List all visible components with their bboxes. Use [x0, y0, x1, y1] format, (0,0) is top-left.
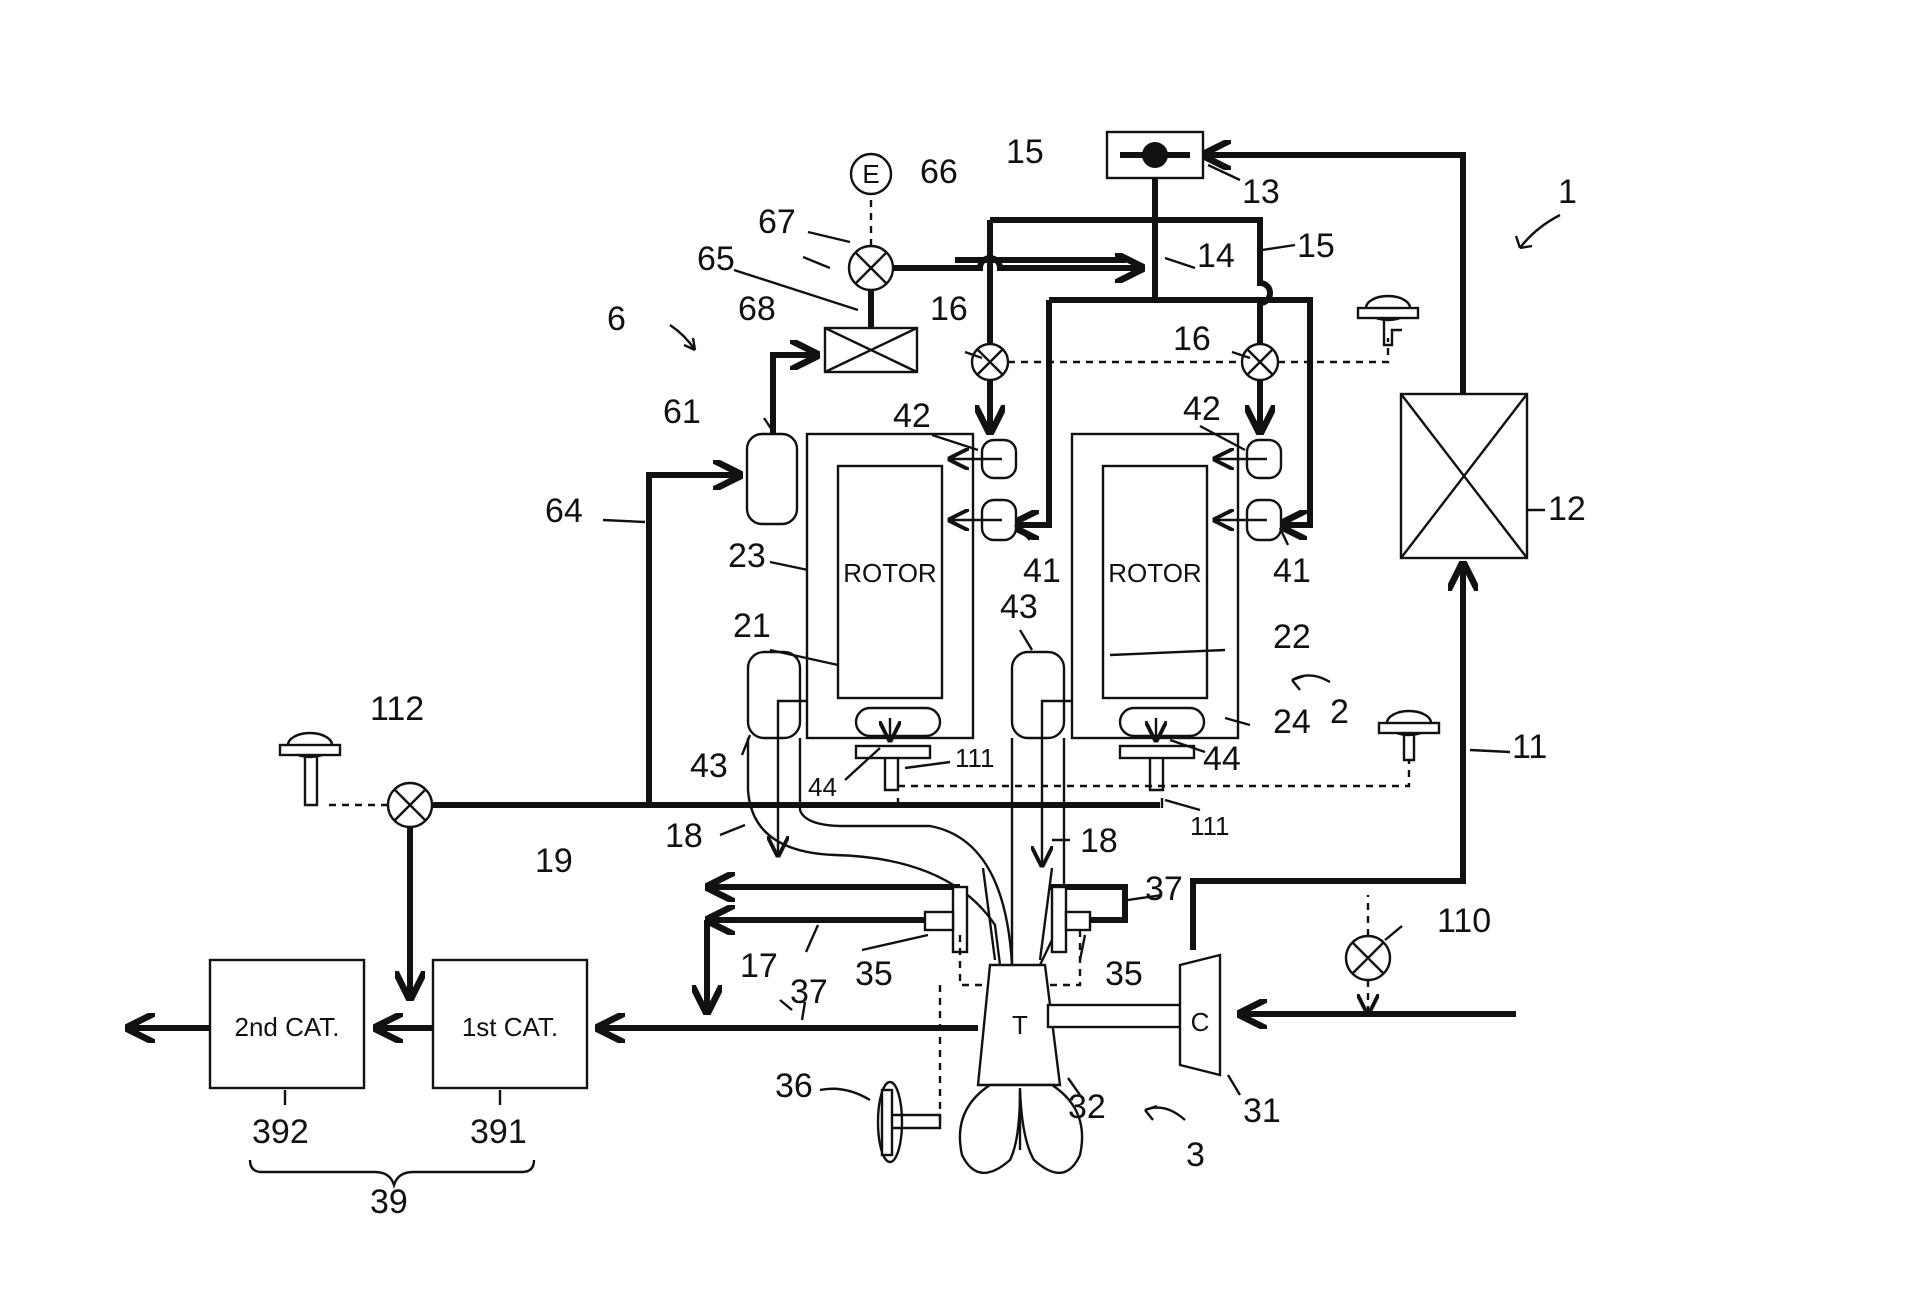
ref-42b: 42 [1183, 390, 1221, 428]
ref-22: 22 [1273, 618, 1311, 656]
rotor-housing-right-24: ROTOR [1070, 432, 1240, 740]
ref-391: 391 [470, 1113, 527, 1151]
ref-110: 110 [1437, 902, 1491, 940]
ref-14: 14 [1197, 237, 1235, 275]
ref-12: 12 [1548, 490, 1586, 528]
ref-15a: 15 [1006, 133, 1044, 171]
ref-35a: 35 [855, 955, 893, 993]
ref-111b: 111 [1190, 811, 1230, 841]
rotor-right-label: ROTOR [1108, 558, 1201, 588]
ref-32: 32 [1068, 1088, 1106, 1126]
wastegate-37 [707, 887, 1128, 1120]
turbine-label: T [1012, 1010, 1028, 1040]
ref-18b: 18 [1080, 822, 1118, 860]
rotor-left-label: ROTOR [843, 558, 936, 588]
ref-16b: 16 [1173, 320, 1211, 358]
ref-37a: 37 [1145, 870, 1183, 908]
ref-44a: 44 [808, 772, 837, 802]
ref-11: 11 [1512, 728, 1547, 766]
reference-numerals: 1 2 3 6 11 12 13 14 15 15 16 16 17 18 18… [252, 133, 1586, 1221]
ref-61: 61 [663, 393, 701, 431]
valves-16 [970, 338, 1390, 382]
turbocharger-3: T C [958, 953, 1222, 1175]
ports-41-42 [950, 438, 1283, 542]
actuator-upper-right [1356, 294, 1420, 347]
ports-44-sensors-111 [854, 706, 1411, 808]
ref-1: 1 [1558, 173, 1577, 211]
ref-112: 112 [370, 690, 424, 728]
ref-15b: 15 [1297, 227, 1335, 265]
passage-19 [278, 731, 1160, 996]
ref-68: 68 [738, 290, 776, 328]
catalysts-39: 1st CAT. 2nd CAT. [130, 958, 589, 1190]
ref-37b: 37 [790, 973, 828, 1011]
ref-19: 19 [535, 842, 573, 880]
first-catalyst-label: 1st CAT. [462, 1012, 558, 1042]
compressor-label: C [1191, 1007, 1210, 1037]
ref-35b: 35 [1105, 955, 1143, 993]
secondary-air-system-6: E [646, 152, 1140, 805]
ref-6: 6 [607, 300, 626, 338]
ref-41b: 41 [1273, 552, 1311, 590]
throttle-valve-13 [1105, 130, 1205, 180]
ref-65: 65 [697, 240, 735, 278]
ref-18a: 18 [665, 817, 703, 855]
ref-41a: 41 [1023, 552, 1061, 590]
ref-66: 66 [920, 153, 958, 191]
ref-24: 24 [1273, 703, 1311, 741]
ref-3: 3 [1186, 1136, 1205, 1174]
exhaust-manifold-18 [746, 738, 1066, 966]
ref-13: 13 [1242, 173, 1280, 211]
intercooler-12 [1399, 392, 1529, 560]
ref-64: 64 [545, 492, 583, 530]
ref-392: 392 [252, 1113, 309, 1151]
ref-67: 67 [758, 203, 796, 241]
intake-passage-11 [1190, 155, 1516, 1014]
ref-44b: 44 [1203, 740, 1241, 778]
ref-36: 36 [775, 1067, 813, 1105]
exhaust-ports-43 [746, 650, 1072, 865]
ref-23: 23 [728, 537, 766, 575]
ref-17: 17 [740, 947, 778, 985]
bypass-valve-110 [1344, 895, 1392, 1013]
ref-2: 2 [1330, 693, 1349, 731]
leader-lines [283, 163, 1561, 1121]
electric-motor-label: E [862, 159, 879, 189]
ref-111a: 111 [955, 743, 995, 773]
ref-31: 31 [1243, 1092, 1281, 1130]
ref-16a: 16 [930, 290, 968, 328]
ref-39: 39 [370, 1183, 408, 1221]
ref-21: 21 [733, 607, 771, 645]
ref-42a: 42 [893, 397, 931, 435]
actuator-right-lower [1377, 709, 1441, 762]
rotor-housing-left-23: ROTOR [805, 432, 975, 740]
second-catalyst-label: 2nd CAT. [234, 1012, 339, 1042]
ref-43b: 43 [690, 747, 728, 785]
ref-43a: 43 [1000, 588, 1038, 626]
actuator-36 [876, 1080, 942, 1164]
